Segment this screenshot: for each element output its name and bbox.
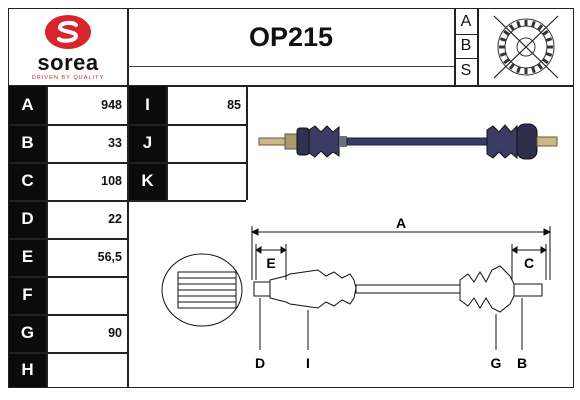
abs-sensor-ring-crossed-icon — [480, 10, 572, 84]
part-reference: OP215 — [248, 22, 334, 52]
spec-value-e: 56,5 — [97, 250, 122, 264]
spec-value-k — [167, 162, 246, 200]
dim-label-i: I — [306, 355, 310, 371]
dim-label-g: G — [491, 355, 502, 371]
spec-letter-d: D — [9, 200, 46, 238]
brand-name: sorea — [37, 49, 99, 75]
spec-letter-i: I — [129, 86, 166, 124]
dim-label-e: E — [266, 255, 275, 271]
spec-value-b: 33 — [108, 136, 122, 150]
spec-value-g: 90 — [108, 326, 122, 340]
spec-sheet-frame — [8, 8, 574, 388]
spec-value-f — [47, 276, 127, 314]
spec-letter-a: A — [9, 86, 46, 124]
spec-letter-k: K — [129, 162, 166, 200]
dim-label-c: C — [524, 255, 534, 271]
spec-value-a: 948 — [101, 98, 122, 112]
spec-value-d: 22 — [108, 212, 122, 226]
dim-label-a: A — [396, 215, 406, 231]
abs-letter-b: B — [460, 37, 472, 54]
drive-shaft-photo — [255, 112, 567, 172]
dimension-diagram: A E C D I G B — [150, 210, 570, 385]
spec-letter-b: B — [9, 124, 46, 162]
abs-letter-a: A — [460, 13, 472, 30]
brand-logo: sorea DRIVEN BY QUALITY — [9, 9, 127, 85]
abs-letter-s: S — [460, 62, 472, 79]
spec-value-h — [47, 352, 127, 387]
spec-letter-f: F — [9, 276, 46, 314]
brand-tagline: DRIVEN BY QUALITY — [31, 74, 105, 81]
dim-label-d: D — [255, 355, 265, 371]
spec-letter-c: C — [9, 162, 46, 200]
spec-letter-j: J — [129, 124, 166, 162]
spec-value-j — [167, 124, 246, 162]
spec-letter-h: H — [9, 352, 46, 387]
spec-value-c: 108 — [101, 174, 122, 188]
sorea-logo-icon — [45, 14, 91, 49]
dim-label-b: B — [517, 355, 527, 371]
spec-value-i: 85 — [227, 98, 241, 112]
spec-letter-e: E — [9, 238, 46, 276]
spec-letter-g: G — [9, 314, 46, 352]
